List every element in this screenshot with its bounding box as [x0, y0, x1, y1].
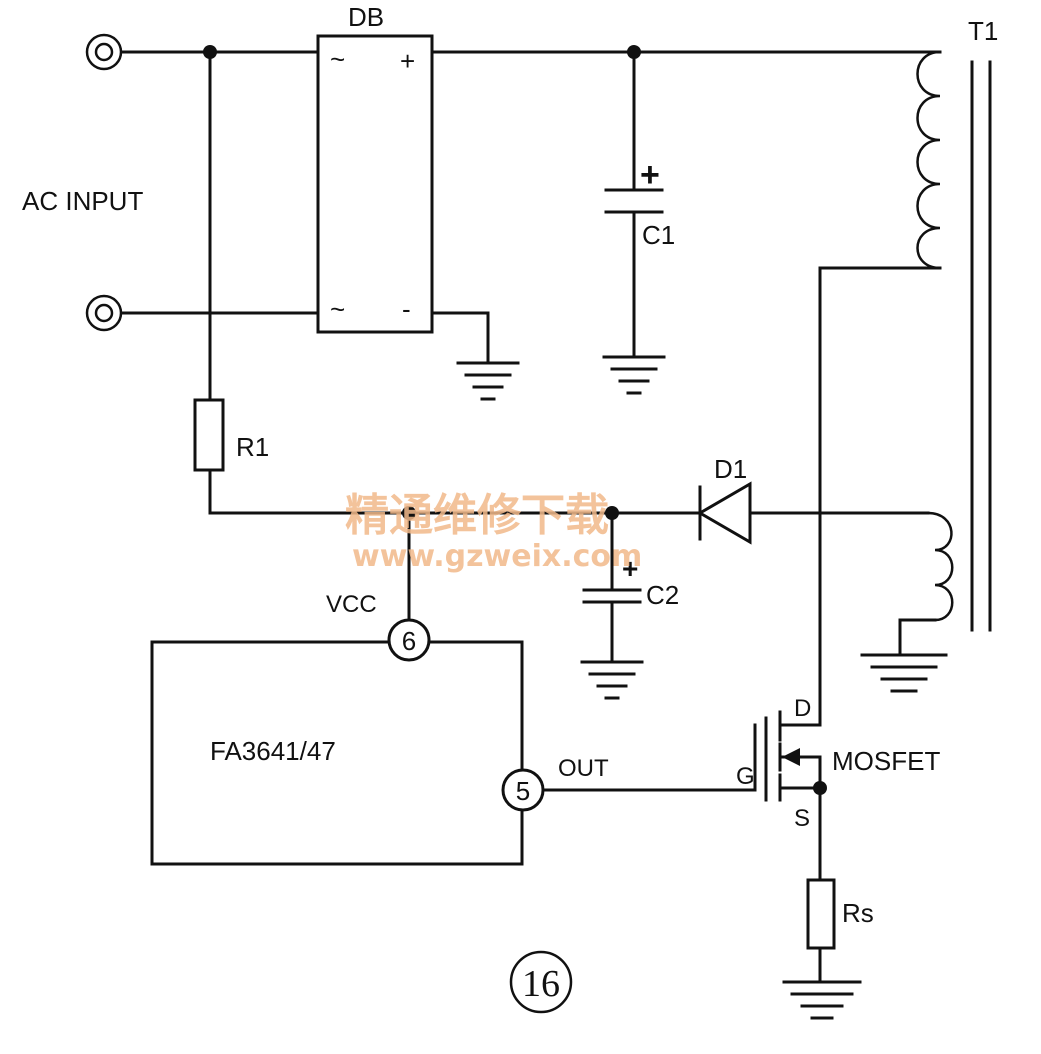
source-label: S: [794, 805, 810, 832]
junction-ac-top: [203, 45, 217, 59]
figure-number: 16: [509, 950, 573, 1014]
r1-label: R1: [236, 432, 269, 462]
resistor-rs: Rs: [806, 878, 874, 950]
junction-vcc: [402, 506, 416, 520]
watermark-line1: 精通维修下载: [345, 490, 609, 541]
ground-bridge: [456, 361, 520, 401]
mosfet: G D S MOSFET: [736, 695, 940, 832]
ac-input-label: AC INPUT: [22, 186, 143, 216]
wire-source: [778, 786, 822, 882]
c1-label: C1: [642, 220, 675, 250]
ground-c1: [602, 355, 666, 395]
bridge-rectifier: DB ~ + ~ -: [316, 2, 434, 334]
wires: [120, 50, 942, 982]
auxiliary-winding: [927, 511, 954, 622]
ground-aux: [860, 653, 948, 693]
c2-label: C2: [646, 580, 679, 610]
transformer-t1: T1: [916, 16, 998, 632]
pin-6-number: 6: [402, 626, 416, 656]
resistor-r1: R1: [193, 398, 269, 472]
d1-label: D1: [714, 454, 747, 484]
watermark: 精通维修下载 www.gzweix.com: [345, 490, 642, 574]
ground-c2: [580, 660, 644, 700]
gate-label: G: [736, 763, 755, 790]
rs-label: Rs: [842, 898, 874, 928]
ac-terminal-top: [85, 33, 123, 71]
vcc-label: VCC: [326, 591, 377, 618]
ic-name: FA3641/47: [210, 736, 336, 766]
junction-c2: [605, 506, 619, 520]
mosfet-label: MOSFET: [832, 746, 940, 776]
wire-vcc-rail: [208, 468, 702, 515]
controller-ic: FA3641/47 VCC 6 5 OUT: [150, 591, 609, 866]
diode-d1: D1: [697, 454, 752, 545]
pin-5-number: 5: [516, 776, 530, 806]
capacitor-c1: + C1: [604, 156, 675, 250]
bridge-plus-label: +: [400, 46, 415, 76]
wire-drain: [778, 266, 942, 727]
wire-gate: [543, 723, 757, 792]
out-label: OUT: [558, 755, 609, 782]
c2-polarity: +: [622, 553, 638, 584]
figure-number-text: 16: [522, 963, 560, 1005]
ac-terminal-bottom: [85, 294, 123, 332]
transformer-label: T1: [968, 16, 998, 46]
junction-c1: [627, 45, 641, 59]
bridge-minus-label: -: [402, 294, 411, 324]
ground-rs: [782, 980, 862, 1020]
pin-6: 6: [387, 618, 431, 662]
bridge-ac-top-label: ~: [330, 44, 345, 74]
watermark-line2: www.gzweix.com: [352, 539, 642, 574]
drain-label: D: [794, 695, 811, 722]
c1-polarity: +: [640, 156, 660, 194]
bridge-ac-bottom-label: ~: [330, 294, 345, 324]
wire-dc-minus: [430, 311, 490, 365]
capacitor-c2: + C2: [582, 553, 679, 610]
bridge-label: DB: [348, 2, 384, 32]
pin-5: 5: [501, 768, 545, 812]
mosfet-arrow: [782, 748, 800, 766]
primary-winding: [916, 50, 941, 270]
wire-aux-gnd: [898, 618, 937, 657]
